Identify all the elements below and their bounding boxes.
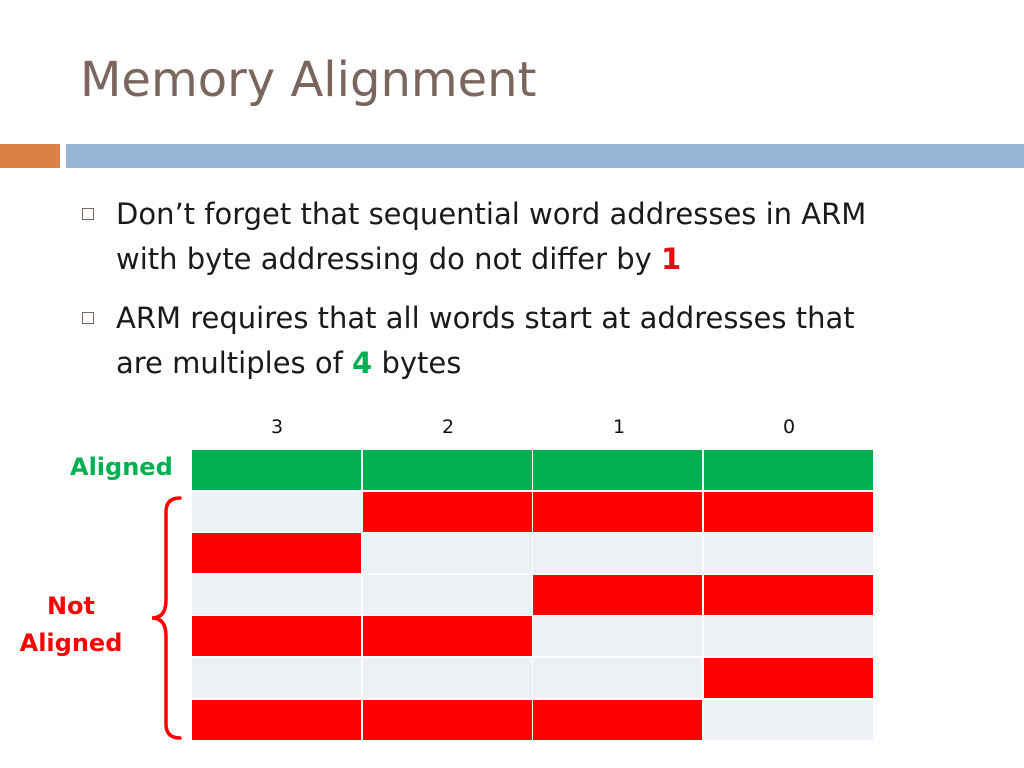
byte-cell-red	[362, 699, 532, 740]
highlight-value: 1	[661, 242, 682, 276]
bullet-text-line: ARM requires that all words start at add…	[116, 301, 855, 335]
byte-cell-red	[703, 657, 873, 698]
slide-title: Memory Alignment	[80, 52, 537, 108]
bullet-item: Don’t forget that sequential word addres…	[80, 192, 980, 282]
bullet-list: Don’t forget that sequential word addres…	[80, 192, 980, 400]
column-label: 1	[612, 416, 626, 438]
highlight-value: 4	[352, 346, 373, 380]
bullet-item: ARM requires that all words start at add…	[80, 296, 980, 386]
memory-grid	[192, 450, 874, 741]
byte-cell-green	[362, 450, 532, 490]
grid-row	[192, 491, 874, 532]
byte-cell-red	[362, 616, 532, 657]
column-label: 0	[782, 416, 796, 438]
grid-row	[192, 616, 874, 657]
byte-cell-red	[533, 491, 703, 532]
byte-cell-green	[533, 450, 703, 490]
byte-cell-empty	[533, 657, 703, 698]
grid-row	[192, 533, 874, 574]
accent-bar-orange	[0, 144, 60, 168]
byte-cell-empty	[703, 533, 873, 574]
aligned-label: Aligned	[70, 453, 173, 481]
bullet-text-line: with byte addressing do not differ by	[116, 242, 662, 276]
bullet-text-line: are multiples of	[116, 346, 353, 380]
not-aligned-text-2: Aligned	[19, 629, 123, 657]
bullet-text-line: Don’t forget that sequential word addres…	[116, 197, 867, 231]
grid-row	[192, 699, 874, 740]
accent-bar-blue	[66, 144, 1024, 168]
byte-cell-green	[192, 450, 361, 490]
not-aligned-label: Not Aligned	[14, 588, 128, 662]
byte-cell-red	[533, 574, 703, 615]
grid-row	[192, 450, 874, 490]
byte-cell-empty	[362, 533, 532, 574]
grid-row	[192, 574, 874, 615]
left-brace-icon	[151, 496, 182, 740]
byte-cell-red	[533, 699, 703, 740]
byte-cell-red	[703, 574, 873, 615]
square-bullet-icon	[82, 312, 94, 324]
column-label: 2	[441, 416, 455, 438]
column-label: 3	[270, 416, 284, 438]
byte-cell-empty	[533, 616, 703, 657]
byte-cell-red	[362, 491, 532, 532]
byte-cell-empty	[533, 533, 703, 574]
byte-cell-red	[192, 616, 361, 657]
byte-cell-red	[703, 491, 873, 532]
not-aligned-text-1: Not	[46, 592, 96, 620]
byte-cell-red	[192, 699, 361, 740]
grid-row	[192, 657, 874, 698]
byte-cell-empty	[362, 574, 532, 615]
byte-cell-empty	[362, 657, 532, 698]
square-bullet-icon	[82, 208, 94, 220]
column-labels: 3 2 1 0	[192, 416, 874, 442]
byte-cell-empty	[192, 491, 361, 532]
bullet-text-suffix: bytes	[372, 346, 462, 380]
byte-cell-empty	[703, 699, 873, 740]
byte-cell-green	[703, 450, 873, 490]
byte-cell-red	[192, 533, 361, 574]
byte-cell-empty	[192, 574, 361, 615]
byte-cell-empty	[703, 616, 873, 657]
byte-cell-empty	[192, 657, 361, 698]
